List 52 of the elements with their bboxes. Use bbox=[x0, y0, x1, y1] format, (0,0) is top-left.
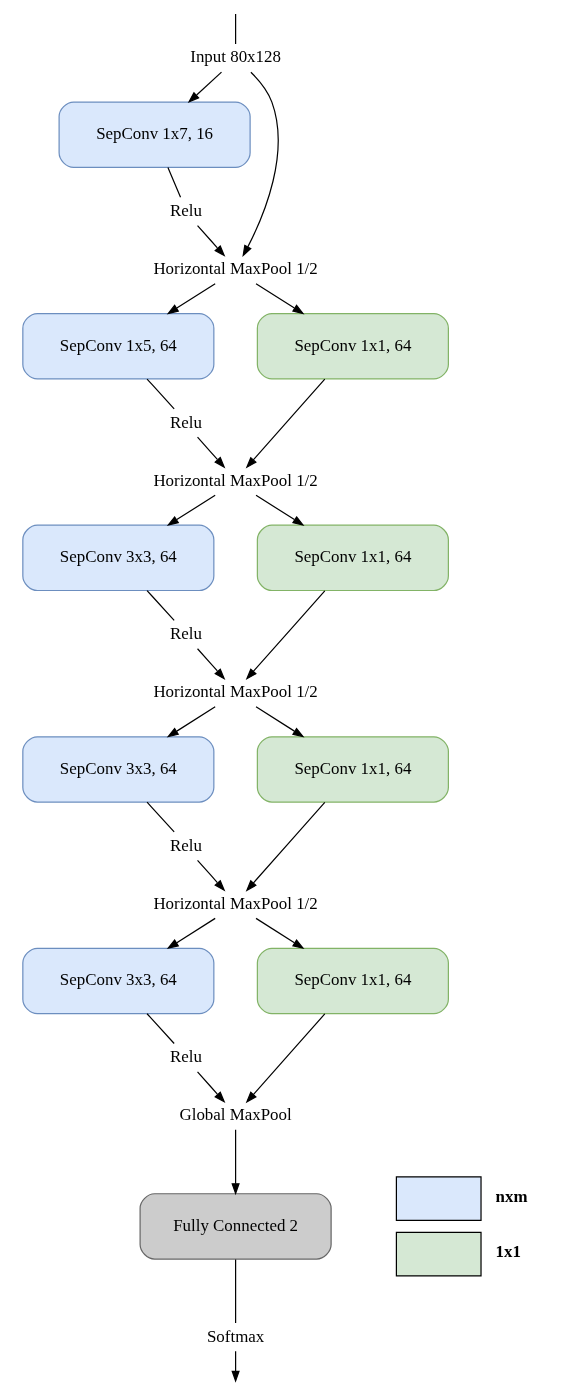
arrow bbox=[245, 801, 326, 892]
arrow bbox=[245, 378, 326, 469]
node-text: Relu bbox=[170, 1047, 203, 1067]
arrow bbox=[196, 1071, 226, 1104]
arrow bbox=[245, 590, 326, 681]
arrow bbox=[187, 71, 223, 104]
node-text: Input 80x128 bbox=[190, 47, 281, 67]
arrow bbox=[166, 917, 216, 950]
node-box: SepConv 1x7, 16 bbox=[58, 101, 251, 168]
legend-label: 1x1 bbox=[495, 1242, 521, 1262]
arrow bbox=[196, 648, 226, 680]
arrow bbox=[245, 1013, 326, 1104]
node-text: Softmax bbox=[206, 1326, 265, 1346]
connector bbox=[167, 166, 182, 198]
arrow bbox=[196, 225, 226, 257]
arrow bbox=[255, 706, 305, 738]
node-text: Horizontal MaxPool 1/2 bbox=[153, 259, 318, 279]
node-text: Relu bbox=[170, 835, 203, 855]
node-text: Relu bbox=[170, 624, 203, 644]
connector bbox=[235, 1258, 237, 1324]
node-box: SepConv 3x3, 64 bbox=[22, 947, 215, 1015]
connector bbox=[146, 590, 175, 621]
legend-label: nxm bbox=[495, 1186, 528, 1206]
node-box: SepConv 1x1, 64 bbox=[256, 313, 449, 380]
connector bbox=[235, 13, 237, 45]
connector bbox=[146, 1013, 175, 1045]
node-box: SepConv 1x5, 64 bbox=[22, 313, 215, 380]
arrow bbox=[196, 859, 226, 892]
node-box: SepConv 1x1, 64 bbox=[256, 524, 449, 592]
arrow bbox=[166, 494, 216, 526]
arrow bbox=[255, 917, 305, 950]
arrow bbox=[166, 283, 216, 315]
node-box: Fully Connected 2 bbox=[139, 1193, 332, 1260]
arrow bbox=[231, 1350, 240, 1383]
node-text: Horizontal MaxPool 1/2 bbox=[153, 470, 318, 490]
arrow bbox=[255, 494, 305, 526]
node-text: Horizontal MaxPool 1/2 bbox=[153, 893, 318, 913]
arrow bbox=[196, 436, 226, 469]
node-text: Relu bbox=[170, 412, 203, 432]
node-box: SepConv 1x1, 64 bbox=[256, 947, 449, 1015]
arrow bbox=[255, 283, 305, 315]
arrow bbox=[231, 1129, 240, 1196]
node-box: SepConv 3x3, 64 bbox=[22, 524, 215, 592]
node-text: Relu bbox=[170, 200, 203, 220]
connector bbox=[146, 801, 175, 833]
node-box: SepConv 3x3, 64 bbox=[22, 736, 215, 803]
node-box: SepConv 1x1, 64 bbox=[256, 736, 449, 803]
arrow bbox=[242, 71, 279, 258]
connector bbox=[146, 378, 175, 410]
node-text: Global MaxPool bbox=[179, 1105, 292, 1125]
arrow bbox=[166, 706, 216, 738]
node-text: Horizontal MaxPool 1/2 bbox=[153, 682, 318, 702]
